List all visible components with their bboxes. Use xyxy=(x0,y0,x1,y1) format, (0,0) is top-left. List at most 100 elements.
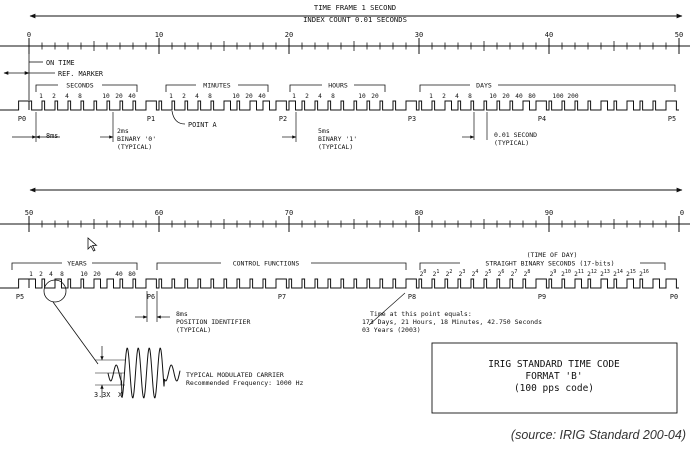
years-weights: 1 2 4 8 10 20 40 80 xyxy=(29,271,136,278)
bit-weight: 40 xyxy=(515,93,523,100)
seconds-weights: 1 2 4 8 10 20 40 xyxy=(39,93,136,100)
ruler-bottom-label: 60 xyxy=(155,209,163,217)
mouse-cursor-icon xyxy=(87,237,98,252)
marker-label: P5 xyxy=(16,293,24,301)
bit-weight: 4 xyxy=(455,93,459,100)
ruler-top-label: 40 xyxy=(545,31,553,39)
ruler-top-label: 20 xyxy=(285,31,293,39)
title-line: IRIG STANDARD TIME CODE xyxy=(488,359,620,370)
bit-weight: 1 xyxy=(429,93,433,100)
seconds-group-label: SECONDS xyxy=(66,82,93,90)
bit-weight: 8 xyxy=(60,271,64,278)
carrier-line: TYPICAL MODULATED CARRIER xyxy=(186,371,284,379)
minutes-weights: 1 2 4 8 10 20 40 xyxy=(169,93,266,100)
position-markers-row1: P0 P1 P2 P3 P4 P5 xyxy=(18,115,676,123)
time-note-line: 173 Days, 21 Hours, 18 Minutes, 42.750 S… xyxy=(362,318,542,326)
bit-weight: 10 xyxy=(232,93,240,100)
sbs-weight: 21 xyxy=(433,269,440,278)
sbs-weight: 24 xyxy=(472,269,479,278)
title-line: (100 pps code) xyxy=(514,383,594,394)
marker-label: P9 xyxy=(538,293,546,301)
amp-high-label: 3.3X xyxy=(94,391,111,399)
point-a-label: POINT A xyxy=(188,121,217,129)
magnifier-circle xyxy=(43,279,67,303)
bit-weight: 2 xyxy=(305,93,309,100)
bit-weight: 20 xyxy=(245,93,253,100)
ref-marker-label: REF. MARKER xyxy=(58,70,104,78)
days-group-label: DAYS xyxy=(476,82,492,90)
days-bracket xyxy=(419,84,676,92)
pulse-train-row1 xyxy=(0,100,679,111)
bit-weight: 1 xyxy=(39,93,43,100)
bit-weight: 4 xyxy=(195,93,199,100)
ruler-bottom-label: 0 xyxy=(680,209,684,217)
bit-weight: 2 xyxy=(52,93,56,100)
bit-weight: 40 xyxy=(258,93,266,100)
bit-weight: 20 xyxy=(93,271,101,278)
bit-weight: 8 xyxy=(208,93,212,100)
sbs-weight: 28 xyxy=(524,269,531,278)
ruler-top-label: 50 xyxy=(675,31,683,39)
bit-weight: 200 xyxy=(567,93,578,100)
ruler-top-label: 0 xyxy=(27,31,31,39)
control-group-label: CONTROL FUNCTIONS xyxy=(233,260,300,268)
bit-weight: 20 xyxy=(115,93,123,100)
bit-weight: 20 xyxy=(371,93,379,100)
sbs-weight: 25 xyxy=(485,269,492,278)
days-weights: 1 2 4 8 10 20 40 80 100 200 xyxy=(429,93,579,100)
title-box-text: IRIG STANDARD TIME CODE FORMAT 'B' (100 … xyxy=(488,359,620,394)
binary0-line: (TYPICAL) xyxy=(117,143,152,151)
sbs-weight: 216 xyxy=(639,269,649,278)
time-note-leader xyxy=(368,292,406,326)
sbs-weight: 22 xyxy=(446,269,453,278)
carrier-line: Recommended Frequency: 1000 Hz xyxy=(186,379,303,387)
bit-weight: 10 xyxy=(80,271,88,278)
minutes-group-label: MINUTES xyxy=(203,82,230,90)
binary1-line: 5ms xyxy=(318,127,330,135)
marker-label: P2 xyxy=(279,115,287,123)
time-of-day-label: (TIME OF DAY) xyxy=(527,251,578,259)
bit-weight: 80 xyxy=(128,271,136,278)
marker-label: P3 xyxy=(408,115,416,123)
marker-label: P0 xyxy=(18,115,26,123)
marker-label: P5 xyxy=(668,115,676,123)
bit-weight: 2 xyxy=(442,93,446,100)
bit-weight: 20 xyxy=(502,93,510,100)
time-note-line: 03 Years (2003) xyxy=(362,326,421,334)
sbs-weight: 214 xyxy=(613,269,623,278)
on-time-label: ON TIME xyxy=(46,59,75,67)
bit-weight: 8 xyxy=(468,93,472,100)
hours-group-label: HOURS xyxy=(328,82,348,90)
position-markers-row2: P5 P6 P7 P8 P9 P0 xyxy=(16,293,678,301)
pulse-train-row2 xyxy=(0,278,679,289)
position-identifier-note: 8ms POSITION IDENTIFIER (TYPICAL) xyxy=(176,310,250,334)
binary0-line: 2ms xyxy=(117,127,129,135)
years-group-label: YEARS xyxy=(67,260,87,268)
bit-weight: 1 xyxy=(292,93,296,100)
marker-label: P1 xyxy=(147,115,155,123)
ruler-bottom-label: 80 xyxy=(415,209,423,217)
time-note: Time at this point equals: 173 Days, 21 … xyxy=(362,310,542,334)
marker-label: P6 xyxy=(147,293,155,301)
bit-weight: 80 xyxy=(528,93,536,100)
binary0-note: 2ms BINARY '0' (TYPICAL) xyxy=(117,127,156,151)
sbs-weight: 26 xyxy=(498,269,505,278)
bit-weight: 4 xyxy=(318,93,322,100)
ruler-bottom: 50 60 70 80 90 0 xyxy=(0,209,690,232)
index-count-label: INDEX COUNT 0.01 SECONDS xyxy=(303,15,407,24)
marker-label: P7 xyxy=(278,293,286,301)
title-line: FORMAT 'B' xyxy=(525,371,582,382)
second-line: 0.01 SECOND xyxy=(494,131,537,139)
bit-weight: 8 xyxy=(331,93,335,100)
posid-line: (TYPICAL) xyxy=(176,326,211,334)
source-caption: (source: IRIG Standard 200-04) xyxy=(510,428,686,442)
time-frame-label: TIME FRAME 1 SECOND xyxy=(314,3,396,12)
bit-weight: 1 xyxy=(29,271,33,278)
second-line: (TYPICAL) xyxy=(494,139,529,147)
time-note-line: Time at this point equals: xyxy=(370,310,472,318)
bit-weight: 2 xyxy=(182,93,186,100)
sbs-weight: 213 xyxy=(600,269,610,278)
ruler-bottom-label: 90 xyxy=(545,209,553,217)
